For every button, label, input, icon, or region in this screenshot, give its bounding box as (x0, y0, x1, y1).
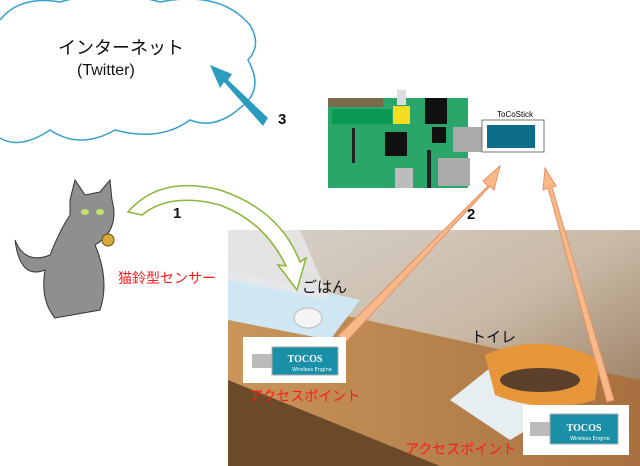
internet-cloud (0, 0, 257, 144)
stick-sub-1: Wireless Engine (292, 367, 332, 373)
toilet-label: トイレ (471, 328, 517, 346)
arrow-2a (337, 164, 501, 343)
stick-brand-2: TOCOS (567, 423, 602, 434)
cloud-subtitle: (Twitter) (77, 62, 135, 79)
arrow-2b (542, 166, 615, 403)
raspberry-pi-board (328, 90, 483, 188)
step-1-label: 1 (173, 205, 182, 222)
cat-illustration (14, 178, 115, 319)
access-point-label-1: アクセスポイント (249, 389, 361, 405)
stick-sub-2: Wireless Engine (570, 436, 610, 442)
step-3-label: 3 (278, 111, 287, 128)
access-point-stick-1 (243, 337, 346, 383)
bell-sensor (101, 233, 115, 247)
tocostick-label: ToCoStick (497, 110, 534, 119)
sensor-label: 猫鈴型センサー (118, 271, 216, 287)
stick-brand-1: TOCOS (288, 354, 323, 365)
access-point-label-2: アクセスポイント (405, 442, 517, 458)
tocostick (481, 119, 545, 153)
food-label: ごはん (302, 278, 348, 296)
arrow-1 (126, 184, 308, 292)
food-bowl (293, 307, 323, 329)
access-point-stick-2 (523, 405, 629, 455)
cloud-title: インターネット (58, 38, 184, 59)
step-2-label: 2 (467, 206, 476, 223)
arrow-3 (210, 65, 268, 126)
